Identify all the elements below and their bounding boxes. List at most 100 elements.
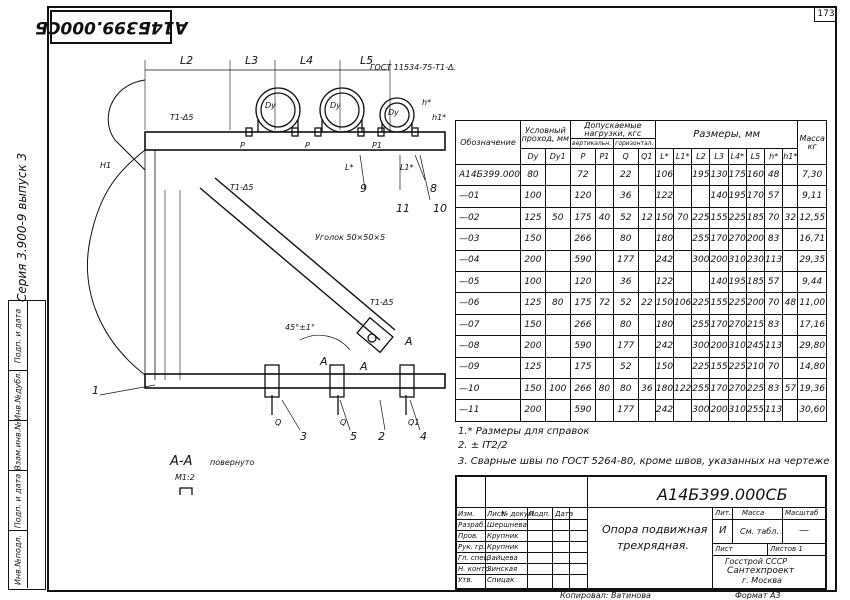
table-cell-designation: —02: [454, 206, 522, 230]
load-p-1: P: [240, 141, 245, 150]
table-cell: [673, 228, 693, 251]
tb-mass-value: См. табл.: [740, 527, 779, 536]
table-cell: 310: [727, 249, 747, 273]
table-cell: 83: [764, 378, 784, 401]
table-cell: 210: [745, 356, 766, 380]
table-cell: [637, 163, 656, 187]
table-cell: [782, 271, 799, 294]
th-p1: P1: [595, 148, 614, 165]
table-cell: 22: [612, 163, 639, 187]
th-nominal: Условный проход, мм: [520, 120, 571, 149]
table-cell: [595, 163, 614, 187]
table-cell: 12,55: [797, 206, 827, 230]
table-cell: [782, 249, 799, 273]
table-cell: [595, 356, 614, 380]
section-mark-2: A: [359, 360, 368, 373]
table-cell: [637, 228, 656, 251]
table-cell: 113: [764, 399, 784, 422]
table-cell: 155: [709, 206, 729, 230]
table-cell: 57: [782, 378, 799, 401]
table-cell: [637, 313, 656, 337]
table-cell: [782, 356, 799, 380]
table-cell: 242: [654, 335, 675, 358]
side-cell-4: Подп. и дата: [9, 471, 28, 531]
angle-label: Уголок 50×50×5: [315, 233, 385, 242]
table-cell: 80: [612, 378, 639, 401]
table-cell: [544, 399, 571, 422]
table-cell: 40: [595, 206, 614, 230]
tb-mass-label: Масса: [742, 509, 765, 517]
tb-name-1: Опора подвижная: [602, 523, 708, 536]
table-cell: [782, 185, 799, 208]
tb-sheet-label: Лист: [715, 545, 733, 553]
table-cell: 195: [727, 271, 747, 294]
callout-11: 11: [396, 202, 410, 215]
table-cell: 36: [637, 378, 656, 401]
table-cell: 100: [520, 271, 546, 294]
table-cell: 125: [520, 292, 546, 315]
table-cell: 52: [612, 356, 639, 380]
tb-role-4: Гл. спец.: [458, 554, 491, 562]
callout-3: 3: [300, 430, 307, 443]
series-label: Серия 3.900-9 выпуск 3: [2, 115, 42, 315]
table-cell: [595, 399, 614, 422]
table-cell: [782, 228, 799, 251]
table-cell: 255: [691, 228, 711, 251]
table-cell: 48: [782, 292, 799, 315]
table-cell: 29,35: [797, 249, 827, 273]
table-cell: 177: [612, 399, 639, 422]
table-cell: 12: [637, 206, 656, 230]
th-vertical: вертикальн.: [569, 138, 614, 149]
table-cell: [782, 163, 799, 187]
table-cell: 120: [569, 271, 597, 294]
table-cell: 200: [520, 335, 546, 358]
table-cell: 155: [709, 292, 729, 315]
table-cell: 113: [764, 249, 784, 273]
callout-1: 1: [92, 384, 99, 397]
table-cell: [637, 271, 656, 294]
table-cell-designation: —04: [454, 249, 522, 273]
th-h: h*: [764, 148, 784, 165]
table-cell: 100: [520, 185, 546, 208]
table-cell: [637, 356, 656, 380]
table-cell: 83: [764, 228, 784, 251]
table-cell: [544, 271, 571, 294]
load-q-2: Q: [340, 418, 346, 427]
th-l4: L4*: [727, 148, 747, 165]
table-cell: 106: [673, 292, 693, 315]
section-scale: М1:2: [175, 473, 195, 482]
angle-dim: 45°±1°: [285, 323, 315, 332]
table-cell: 7,30: [797, 163, 827, 187]
table-cell: 175: [569, 292, 597, 315]
load-q1: Q1: [408, 418, 419, 427]
table-cell: [637, 399, 656, 422]
table-cell: 200: [520, 399, 546, 422]
th-sizes: Размеры, мм: [654, 120, 799, 149]
table-cell: [544, 356, 571, 380]
table-cell: 245: [745, 335, 766, 358]
hole-label: Н1: [100, 161, 111, 170]
tb-col-date: Дата: [555, 510, 574, 518]
pipe-label-1: Dу: [265, 101, 276, 110]
table-cell: 80: [520, 163, 546, 187]
side-cell-5: Инв.№подл.: [9, 531, 28, 588]
table-cell: 122: [673, 378, 693, 401]
section-mark-3: A: [319, 355, 328, 368]
table-cell: [595, 313, 614, 337]
table-cell: 70: [764, 292, 784, 315]
tb-name-r4: Зайцева: [487, 554, 518, 562]
table-cell: 32: [782, 206, 799, 230]
tb-scale-value: —: [799, 525, 809, 536]
table-cell: 300: [691, 399, 711, 422]
table-cell: 125: [520, 356, 546, 380]
table-cell: 150: [654, 292, 675, 315]
table-cell: 57: [764, 271, 784, 294]
